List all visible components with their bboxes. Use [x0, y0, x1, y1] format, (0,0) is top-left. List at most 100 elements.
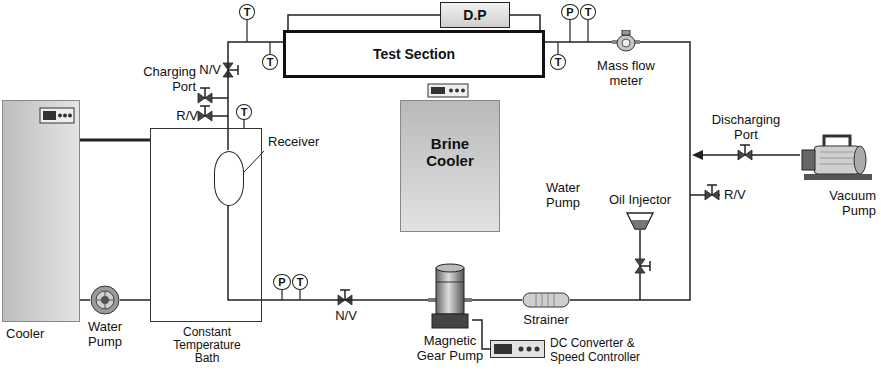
- sensor-letter: T: [297, 276, 304, 288]
- receiver-vessel: Receiver: [214, 151, 244, 206]
- section-label: Test Section: [373, 47, 455, 62]
- part-label: Water Pump: [79, 319, 131, 349]
- gear-pump-icon: [436, 282, 464, 283]
- control-panel: [428, 84, 468, 97]
- sensor-stem: [244, 20, 588, 300]
- pipe-connector: [472, 299, 522, 301]
- unit-label: Brine Cooler: [419, 135, 481, 169]
- water-pump: Water Pump: [90, 285, 120, 315]
- pipe-connector: [288, 15, 440, 30]
- sensor-circle: T: [239, 4, 256, 20]
- gear-pump-icon: [428, 262, 472, 330]
- part-label: R/V: [166, 108, 198, 123]
- strainer-icon: [522, 292, 570, 308]
- flow-meter-icon: [622, 30, 630, 35]
- part-label: Mass flow meter: [591, 58, 661, 88]
- gear-pump-icon: [436, 268, 464, 314]
- part-label: N/V: [331, 308, 361, 323]
- valve: [705, 185, 719, 200]
- vacuum-pump-icon: [814, 146, 860, 174]
- controller-icon: [490, 340, 545, 358]
- controller-icon: [519, 347, 524, 352]
- controller-icon: [527, 347, 532, 352]
- leader-line: [244, 151, 264, 172]
- sensor-circle: T: [550, 54, 567, 70]
- vacuum-pump-icon: [820, 164, 854, 165]
- cooler-unit: [58, 114, 62, 118]
- vacuum-pump-icon: [800, 128, 876, 182]
- sensor-circle: T: [262, 54, 279, 70]
- cooler-unit: [43, 111, 56, 120]
- pipe-connector: [228, 42, 283, 128]
- discharge-arrowhead: [692, 150, 703, 160]
- sensor-letter: P: [566, 6, 573, 18]
- flow-meter: Mass flow meter: [612, 30, 640, 54]
- cooler-unit: [68, 114, 72, 118]
- speed-controller: DC Converter & Speed Controller: [490, 340, 545, 358]
- strainer-icon: [536, 294, 554, 306]
- control-panel: [461, 89, 465, 93]
- control-panel: [431, 87, 445, 94]
- sensor-circle: T: [236, 104, 253, 120]
- vacuum-pump-icon: [854, 146, 866, 174]
- gear-pump: Magnetic Gear Pump: [428, 262, 472, 330]
- sensor-circle: P: [561, 4, 578, 20]
- part-label: Discharging Port: [706, 112, 786, 142]
- part-label: N/V: [192, 62, 221, 77]
- vacuum-pump-icon: [820, 152, 854, 153]
- pipe-connector: [80, 299, 90, 301]
- pipe-connector: [80, 139, 150, 142]
- sensor-stem: [269, 42, 270, 54]
- valve: [635, 259, 650, 273]
- water-pump-icon: [96, 291, 114, 309]
- sensor-stem: [569, 20, 570, 42]
- controller-icon: [491, 341, 545, 358]
- flow-meter-icon: [612, 30, 640, 54]
- vacuum-pump-icon: [824, 136, 850, 146]
- pipe-line: [200, 98, 228, 116]
- sensor-letter: T: [244, 6, 251, 18]
- part-label: Charging Port: [134, 64, 196, 94]
- pipe-connector: [120, 299, 150, 301]
- water-pump-icon: [96, 291, 114, 309]
- valve: [198, 63, 752, 305]
- part-label: DC Converter & Speed Controller: [550, 336, 662, 364]
- part-label: Oil Injector: [598, 192, 682, 207]
- sensor-stem: [299, 290, 300, 300]
- cooler: Cooler: [2, 100, 80, 322]
- vacuum-pump: Vacuum Pump: [800, 128, 876, 182]
- temperature-bath: Constant Temperature BathReceiver: [150, 128, 262, 322]
- flow-meter-icon: [617, 35, 635, 51]
- control-panel: [449, 89, 453, 93]
- water-pump-icon: [90, 285, 120, 315]
- gauge-box: D.P: [440, 2, 510, 28]
- vacuum-pump-icon: [802, 150, 815, 170]
- water-pump-icon: [91, 286, 119, 314]
- part-label: Strainer: [516, 312, 576, 327]
- part-label: Constant Temperature Bath: [167, 326, 247, 365]
- control-panel: [455, 89, 459, 93]
- valve: [223, 63, 238, 77]
- part-label: Receiver: [268, 134, 328, 149]
- vacuum-pump-icon: [820, 158, 854, 159]
- pipe-connector: [545, 41, 612, 43]
- valve: [198, 88, 212, 103]
- pipe-line: [200, 98, 800, 300]
- sensor-stem: [557, 42, 558, 54]
- sensor-circle: P: [273, 274, 290, 290]
- pipe-connector: [262, 299, 428, 301]
- valve: [338, 290, 352, 305]
- valve: [198, 106, 212, 121]
- sensor-letter: T: [241, 106, 248, 118]
- vacuum-pump-icon: [804, 174, 872, 180]
- sensor-letter: T: [585, 6, 592, 18]
- cooler-unit: [2, 100, 80, 322]
- cooler-unit: [3, 101, 80, 322]
- sensor-stem: [246, 20, 247, 42]
- part-label: R/V: [724, 187, 756, 202]
- strainer-icon: [523, 293, 569, 307]
- sensor-letter: T: [267, 56, 274, 68]
- flow-meter-icon: [622, 39, 630, 47]
- pipe-connector: [510, 15, 540, 30]
- sensor-circle: T: [292, 274, 309, 290]
